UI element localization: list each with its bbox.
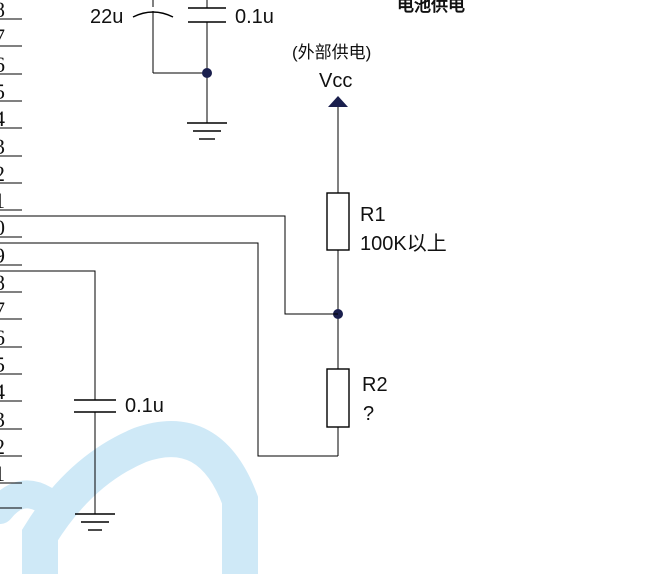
pin-number: 7 xyxy=(0,297,5,322)
external-supply-label: (外部供电) xyxy=(292,43,371,62)
pin-number: 2 xyxy=(0,434,5,459)
ground-bottom-icon xyxy=(75,513,115,531)
cap-22u-label: 22u xyxy=(90,6,123,28)
pin-number: 3 xyxy=(0,134,5,159)
logo-watermark-icon xyxy=(0,421,258,574)
pin-number: 1 xyxy=(0,188,5,213)
r2-value-label: ? xyxy=(363,403,374,425)
pin-number: 8 xyxy=(0,0,5,22)
pin-number: 9 xyxy=(0,243,5,268)
voltage-divider xyxy=(326,96,350,456)
pin-number: 4 xyxy=(0,379,5,404)
pin-number: 5 xyxy=(0,352,5,377)
r2-name-label: R2 xyxy=(362,374,388,396)
resistor-r1 xyxy=(326,192,350,251)
r1-value-label: 100K以上 xyxy=(360,232,447,255)
pin-number: 7 xyxy=(0,24,5,49)
vcc-label: Vcc xyxy=(319,70,352,92)
ground-top-icon xyxy=(187,122,227,140)
top-capacitors xyxy=(132,0,227,140)
pin-number: 3 xyxy=(0,407,5,432)
pin-header: 876543210987654321 xyxy=(0,0,22,509)
pin-number: 2 xyxy=(0,161,5,186)
r1-name-label: R1 xyxy=(360,204,386,226)
pin-number: 6 xyxy=(0,52,5,77)
vcc-arrow-icon xyxy=(328,96,348,107)
pin-number: 1 xyxy=(0,461,5,486)
battery-supply-label: 电池供电 xyxy=(397,0,465,15)
signal-wires xyxy=(0,215,338,531)
pin-number: 8 xyxy=(0,270,5,295)
cap-bottom-value-label: 0.1u xyxy=(125,395,164,417)
pin-number: 6 xyxy=(0,325,5,350)
cap-top-value-label: 0.1u xyxy=(235,6,274,28)
resistor-r2 xyxy=(326,368,350,428)
pin-number: 0 xyxy=(0,215,5,240)
pin-number: 4 xyxy=(0,106,5,131)
pin-number: 5 xyxy=(0,79,5,104)
junction-dot xyxy=(202,68,212,78)
